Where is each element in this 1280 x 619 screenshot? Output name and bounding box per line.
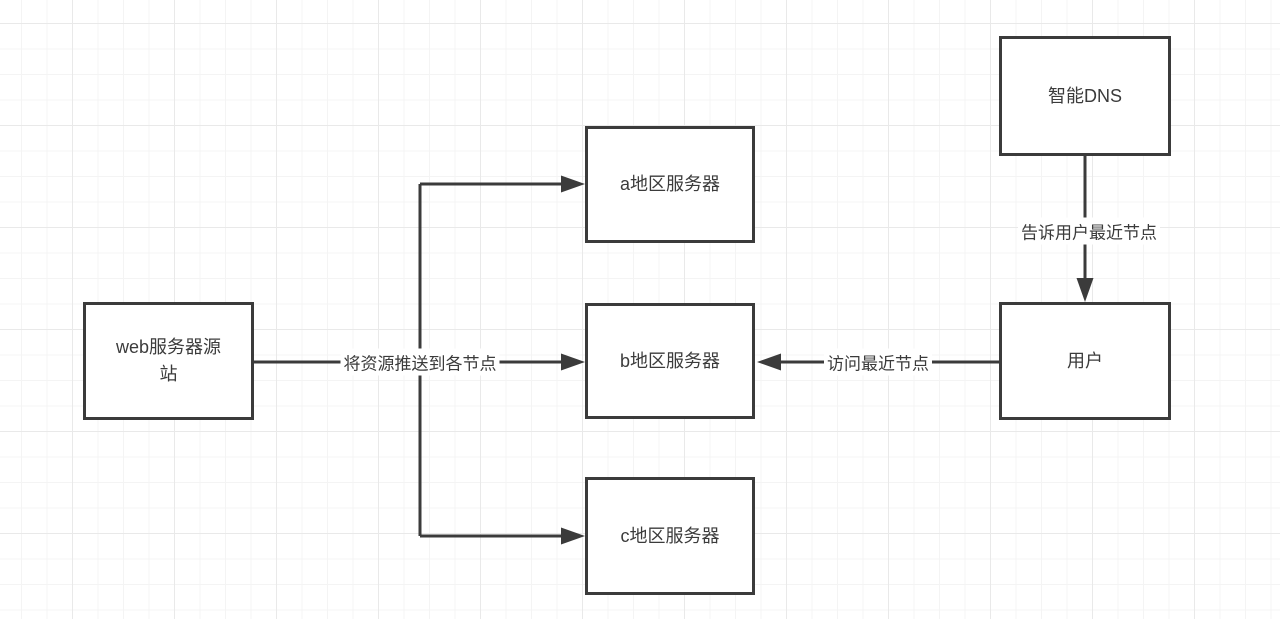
node-server-a: a地区服务器 <box>585 126 755 243</box>
arrow-icon-push-to-b <box>561 353 585 371</box>
node-smart-dns: 智能DNS <box>999 36 1171 156</box>
node-server-c: c地区服务器 <box>585 477 755 595</box>
edge-label-tell: 告诉用户最近节点 <box>1018 217 1160 245</box>
node-server-b-label: b地区服务器 <box>619 350 720 371</box>
arrow-icon-dns-to-user <box>1076 278 1094 302</box>
arrow-icon-to-a <box>561 175 585 193</box>
node-user: 用户 <box>999 302 1171 420</box>
node-user-label: 用户 <box>1067 350 1103 371</box>
node-server-c-label: c地区服务器 <box>620 525 720 546</box>
edge-label-push: 将资源推送到各节点 <box>340 348 500 376</box>
node-web-origin: web服务器源 站 <box>83 302 254 420</box>
edge-label-visit: 访问最近节点 <box>824 348 932 376</box>
node-web-origin-label: web服务器源 站 <box>115 337 222 384</box>
node-server-a-label: a地区服务器 <box>619 174 720 194</box>
arrow-icon-user-to-b <box>757 353 781 371</box>
node-server-b: b地区服务器 <box>585 303 755 419</box>
node-smart-dns-label: 智能DNS <box>1047 85 1122 106</box>
arrow-icon-to-c <box>561 527 585 545</box>
